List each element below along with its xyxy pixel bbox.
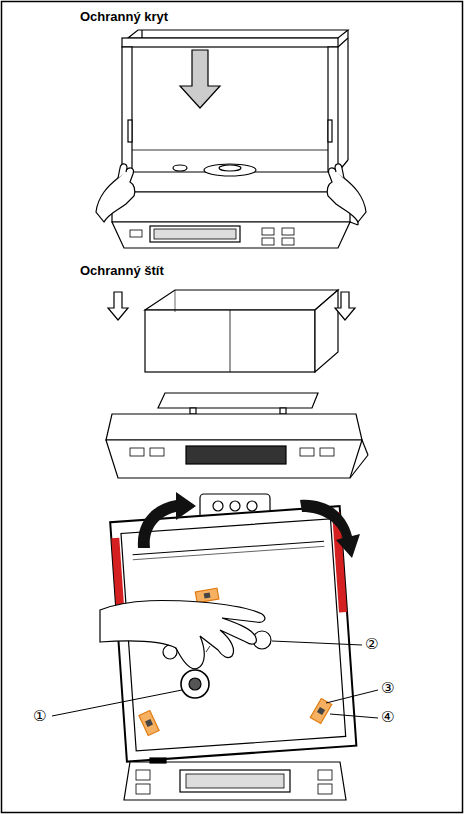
hollow-arrows <box>108 292 355 320</box>
callout-number: ④ <box>380 709 395 726</box>
balance-front <box>124 758 346 800</box>
hands <box>96 164 366 222</box>
rotation-arrows <box>138 492 360 558</box>
callout-number: ② <box>364 636 379 653</box>
callout-number: ③ <box>380 680 395 697</box>
callout-number: ① <box>32 708 47 725</box>
section-heading: Ochranný štít <box>80 264 164 278</box>
section-heading: Ochranný kryt <box>80 10 168 24</box>
top-loading-balance <box>106 393 368 478</box>
leader-lines <box>52 641 378 718</box>
shield-box <box>145 290 338 372</box>
analytical-balance <box>112 30 358 248</box>
hand <box>100 600 265 668</box>
down-arrow <box>180 50 220 108</box>
